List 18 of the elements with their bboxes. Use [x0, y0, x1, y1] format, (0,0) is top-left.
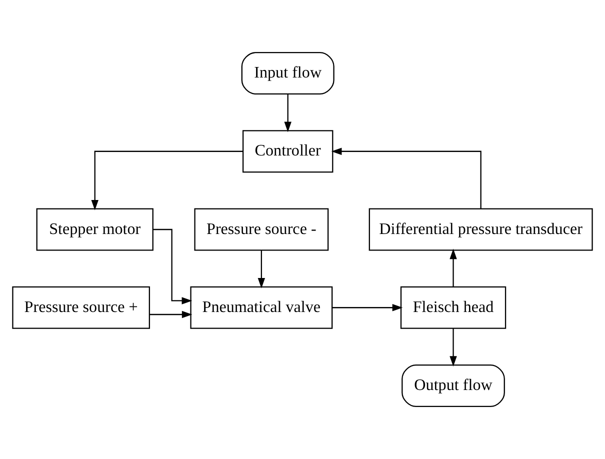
node-box: Stepper motor [36, 208, 154, 251]
arrow [258, 250, 266, 288]
node-box: Output flow [402, 364, 505, 407]
arrow [450, 248, 457, 287]
node-box: Fleisch head [400, 286, 506, 329]
node-box: Pressure source - [194, 208, 329, 251]
arrow [153, 228, 192, 304]
arrow [150, 310, 192, 318]
node-box: Differential pressure transducer [368, 208, 593, 251]
arrow [331, 148, 482, 209]
arrow [450, 328, 457, 366]
arrow [332, 304, 403, 312]
node-box: Input flow [241, 52, 334, 95]
node-box: Controller [242, 130, 334, 173]
arrow [284, 94, 292, 132]
node-box: Pressure source + [12, 286, 150, 329]
node-box: Pneumatical valve [190, 286, 333, 329]
arrow [91, 150, 243, 210]
